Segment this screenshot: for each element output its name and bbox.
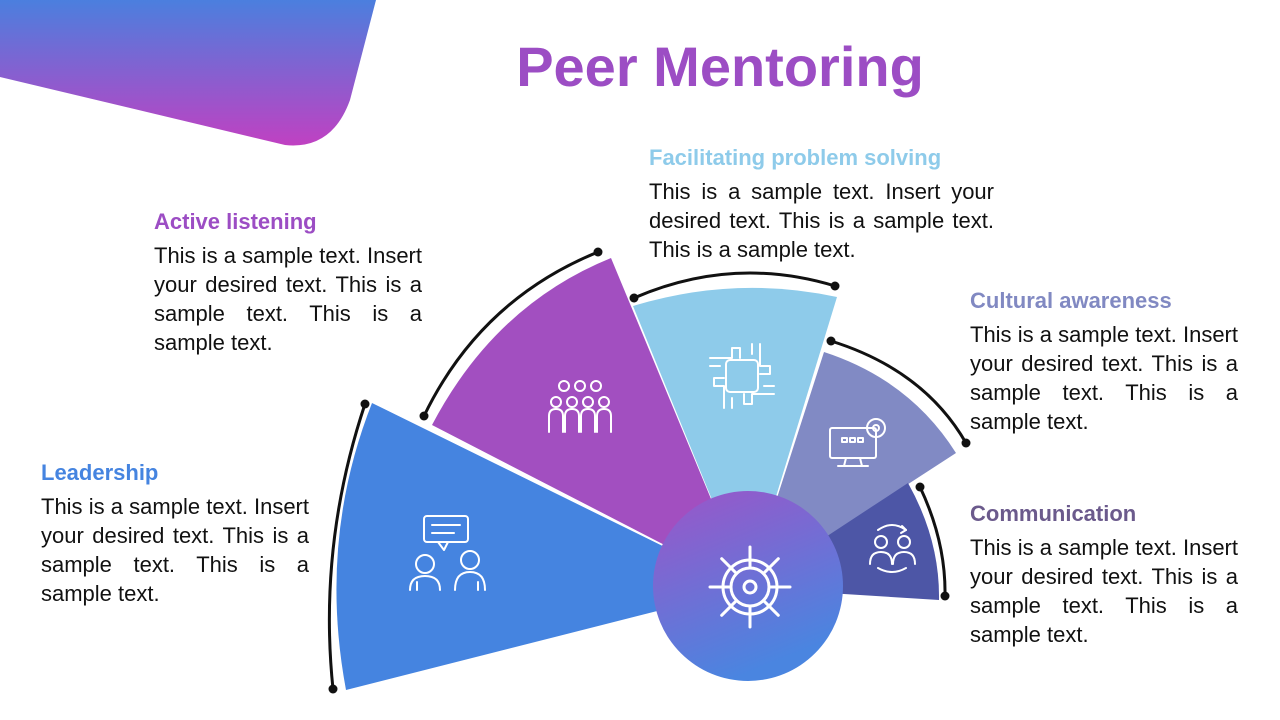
communication-text: This is a sample text. Insert your desir… [970,535,1238,647]
cultural-awareness-block: Cultural awareness This is a sample text… [970,288,1238,436]
active-listening-heading: Active listening [154,209,317,234]
facilitating-text: This is a sample text. Insert your desir… [649,179,994,262]
leadership-text: This is a sample text. Insert your desir… [41,494,309,606]
arc-active-listening [422,250,599,417]
corner-decoration [0,0,376,146]
arc-cultural [830,339,968,444]
conversation-icon [409,515,486,591]
arc-endpoints [328,247,971,694]
arc-facilitating [633,271,836,300]
center-hub [653,491,843,681]
communication-block: Communication This is a sample text. Ins… [970,501,1238,649]
leadership-block: Leadership This is a sample text. Insert… [41,460,309,608]
facilitating-heading: Facilitating problem solving [649,145,942,170]
sector-facilitating[interactable] [633,287,837,588]
sector-leadership[interactable] [336,403,748,690]
cultural-awareness-text: This is a sample text. Insert your desir… [970,322,1238,434]
ship-wheel-icon [708,545,792,629]
joined-hands-icon [709,343,775,409]
active-listening-text: This is a sample text. Insert your desir… [154,243,422,355]
team-icon [548,380,612,433]
monitor-settings-icon [829,418,886,467]
page-title: Peer Mentoring [516,35,924,98]
active-listening-block: Active listening This is a sample text. … [154,209,422,357]
cultural-awareness-heading: Cultural awareness [970,288,1172,313]
sector-active-listening[interactable] [432,258,748,588]
arc-leadership [327,403,367,690]
communication-heading: Communication [970,501,1137,526]
outer-arcs [327,250,968,690]
exchange-people-icon [869,524,916,573]
facilitating-block: Facilitating problem solving This is a s… [649,145,994,264]
leadership-heading: Leadership [41,460,159,485]
arc-communication [918,486,947,597]
